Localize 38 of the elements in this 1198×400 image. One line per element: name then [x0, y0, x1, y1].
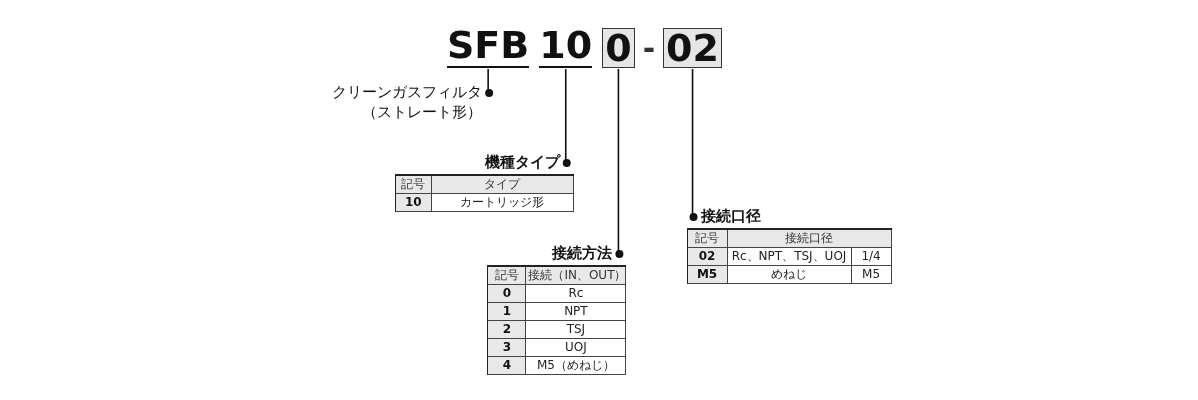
boxed-code-segment: 0 [602, 28, 635, 68]
table-heading: 接続方法 [552, 243, 613, 263]
leader-line [562, 68, 571, 167]
description-text: （ストレート形） [362, 102, 483, 122]
table-cell: M5 [687, 266, 728, 284]
table-cell: 接続（IN、OUT） [526, 267, 627, 285]
table-cell: 記号 [488, 267, 527, 285]
leader-line [485, 68, 494, 97]
table-cell: カートリッジ形 [431, 194, 574, 212]
table-cell: 1/4 [851, 248, 892, 266]
table-cell: 3 [488, 339, 527, 357]
code-segment: SFB [447, 26, 530, 68]
table-cell: Rc、NPT、TSJ、UOJ [727, 248, 852, 266]
leader-line [689, 68, 698, 221]
table-cell: UOJ [526, 339, 627, 357]
description-text: クリーンガスフィルタ [332, 82, 483, 102]
table-cell: 10 [395, 194, 432, 212]
boxed-code-segment: 02 [663, 28, 722, 68]
table-cell: TSJ [526, 321, 627, 339]
table-cell: 記号 [687, 230, 728, 248]
table-cell: 1 [488, 303, 527, 321]
leader-line [615, 68, 624, 258]
table-heading: 機種タイプ [484, 152, 560, 172]
table-cell: M5（めねじ） [526, 357, 627, 375]
table-cell: Rc [526, 285, 627, 303]
table-cell: 02 [687, 248, 728, 266]
table-heading: 接続口径 [700, 206, 761, 226]
table-cell: タイプ [431, 176, 574, 194]
table-cell: M5 [851, 266, 892, 284]
table-cell: 4 [488, 357, 527, 375]
table-cell: 記号 [395, 176, 432, 194]
table-cell: 0 [488, 285, 527, 303]
table-cell: NPT [526, 303, 627, 321]
table-cell: めねじ [727, 266, 852, 284]
code-segment: 10 [539, 26, 593, 68]
separator-dash: - [641, 34, 657, 68]
table-cell: 接続口径 [727, 230, 892, 248]
table-cell: 2 [488, 321, 527, 339]
